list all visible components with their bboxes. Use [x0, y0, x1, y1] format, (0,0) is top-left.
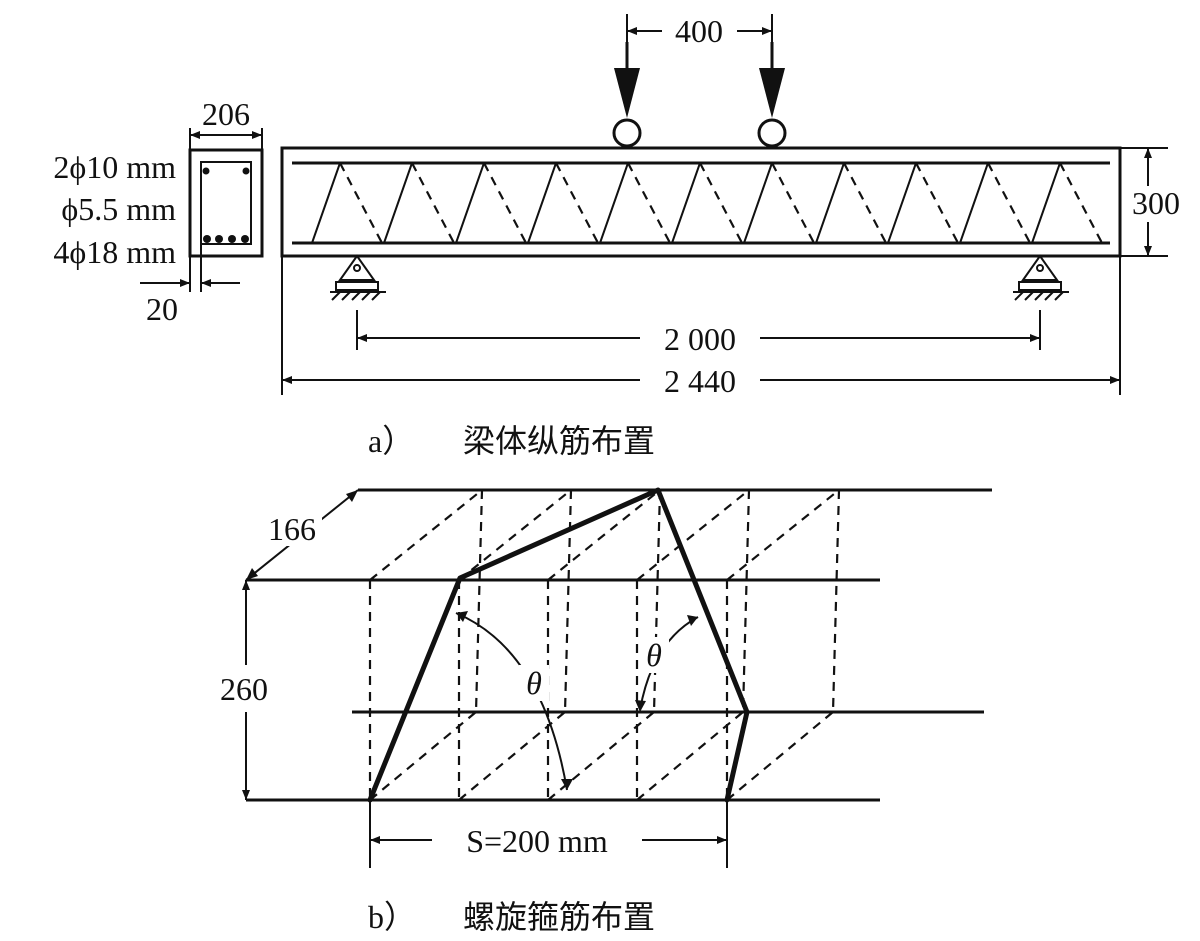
pitch-dimension: S=200 mm	[369, 800, 728, 868]
top-rebar-label: 2ϕ10 mm	[53, 149, 176, 185]
beam-elevation	[280, 146, 1122, 258]
stirrup-back-leg	[987, 162, 1031, 244]
load-arrow-right	[759, 68, 785, 118]
pitch-label: S=200 mm	[466, 823, 608, 859]
bottom-bar	[203, 235, 211, 243]
bottom-bar	[215, 235, 223, 243]
top-bar	[202, 167, 210, 175]
cross-section: 206 20 2ϕ10 mm ϕ5.5 mm 4ϕ18 mm	[53, 96, 264, 327]
caption-b-title: 螺旋箍筋布置	[463, 898, 655, 936]
bottom-rebar-label: 4ϕ18 mm	[53, 234, 176, 270]
total-length-dimension: 2 440	[281, 256, 1121, 399]
stirrup-back-leg	[555, 162, 599, 244]
section-width-label: 206	[202, 96, 250, 132]
stirrup-front-leg	[887, 162, 917, 244]
stirrup-front-leg	[743, 162, 773, 244]
beam-height-label: 300	[1132, 185, 1180, 221]
caption-a-tag: a）	[368, 423, 414, 459]
stirrup-back-leg	[411, 162, 455, 244]
beam-outline	[280, 146, 1122, 258]
height-label: 260	[220, 671, 268, 707]
height-dimension: 260	[220, 580, 268, 800]
load-roller-left	[612, 118, 642, 148]
stirrup-front-leg	[599, 162, 629, 244]
section-outline	[188, 148, 264, 258]
angle-label-right: θ	[646, 637, 662, 673]
dashed-stirrup-frames	[368, 489, 841, 801]
span-dimension: 2 000	[356, 310, 1041, 357]
depth-label: 166	[268, 511, 316, 547]
stirrup-front-leg	[527, 162, 557, 244]
stirrup-back-leg	[483, 162, 527, 244]
load-roller-right	[757, 118, 787, 148]
section-stirrup	[200, 161, 252, 245]
bottom-bar	[228, 235, 236, 243]
stirrup-back-leg	[771, 162, 815, 244]
angle-label-left: θ	[526, 665, 542, 701]
load-arrow-left	[614, 68, 640, 118]
stirrup-front-leg	[311, 162, 341, 244]
load-spacing-label: 400	[675, 13, 723, 49]
beam-height-dimension: 300	[1120, 147, 1180, 257]
total-length-label: 2 440	[664, 363, 736, 399]
spiral-stirrup-elevation	[311, 162, 1103, 244]
cover-label: 20	[146, 291, 178, 327]
caption-a-title: 梁体纵筋布置	[463, 422, 655, 460]
support-left	[330, 254, 386, 301]
stirrup-back-leg	[1059, 162, 1103, 244]
angle-arc-left	[455, 612, 568, 791]
load-points: 400	[612, 13, 787, 148]
stirrup-front-leg	[1031, 162, 1061, 244]
panel-b: θ θ 166 260 S=200 mm	[220, 487, 992, 936]
stirrup-back-leg	[915, 162, 959, 244]
stirrup-back-leg	[699, 162, 743, 244]
stirrup-back-leg	[339, 162, 383, 244]
stirrup-back-leg	[843, 162, 887, 244]
span-label: 2 000	[664, 321, 736, 357]
stirrup-front-leg	[383, 162, 413, 244]
stirrup-label: ϕ5.5 mm	[61, 191, 176, 227]
caption-b-tag: b）	[368, 899, 416, 935]
stirrup-front-leg	[815, 162, 845, 244]
stirrup-back-leg	[627, 162, 671, 244]
bottom-bar	[241, 235, 249, 243]
spiral-stirrup-segment	[367, 487, 750, 803]
stirrup-front-leg	[959, 162, 989, 244]
support-right	[1013, 254, 1069, 301]
stirrup-front-leg	[455, 162, 485, 244]
depth-dimension: 166	[245, 489, 359, 581]
stirrup-front-leg	[671, 162, 701, 244]
panel-a: 206 20 2ϕ10 mm ϕ5.5 mm 4ϕ18 mm	[53, 13, 1180, 460]
top-bar	[242, 167, 250, 175]
